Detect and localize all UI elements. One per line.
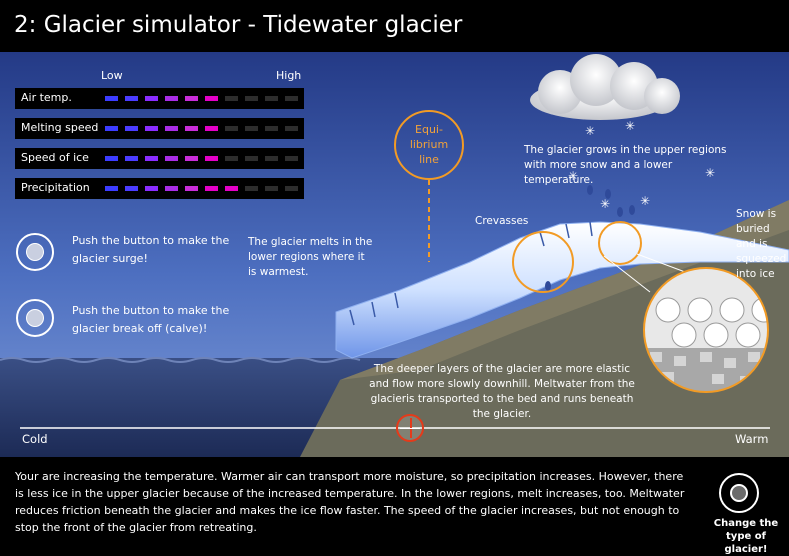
level-bar xyxy=(145,186,158,191)
level-bar xyxy=(185,186,198,191)
level-bar xyxy=(165,96,178,101)
level-bar xyxy=(205,96,218,101)
slider-warm-label: Warm xyxy=(735,432,769,446)
change-glacier-knob[interactable] xyxy=(730,484,748,502)
change-glacier-button[interactable] xyxy=(719,473,759,513)
legend-label: Air temp. xyxy=(21,91,72,104)
temperature-slider-knob[interactable] xyxy=(396,414,424,442)
level-bar xyxy=(125,96,138,101)
melts-text: The glacier melts in the lower regions w… xyxy=(248,236,373,278)
level-bar xyxy=(185,126,198,131)
grows-text: The glacier grows in the upper regions w… xyxy=(524,144,727,186)
svg-text:✳: ✳ xyxy=(625,119,635,133)
level-bar xyxy=(125,186,138,191)
level-bar xyxy=(125,126,138,131)
level-bar xyxy=(125,156,138,161)
slider-cold-label: Cold xyxy=(22,432,48,446)
level-bar xyxy=(285,186,298,191)
calve-button[interactable] xyxy=(16,299,54,337)
calve-instruction: Push the button to make the glacier brea… xyxy=(72,304,230,335)
level-bar xyxy=(205,186,218,191)
level-bar xyxy=(205,126,218,131)
level-bar xyxy=(225,96,238,101)
level-bar xyxy=(145,126,158,131)
svg-text:✳: ✳ xyxy=(600,197,610,211)
level-bar xyxy=(245,96,258,101)
level-bar xyxy=(285,156,298,161)
level-bar xyxy=(265,186,278,191)
svg-text:✳: ✳ xyxy=(640,194,650,208)
calve-button-knob[interactable] xyxy=(26,309,44,327)
level-bar xyxy=(225,126,238,131)
level-bar xyxy=(165,126,178,131)
level-bar xyxy=(105,126,118,131)
legend-high-label: High xyxy=(276,69,302,82)
level-bar xyxy=(245,126,258,131)
svg-text:✳: ✳ xyxy=(705,166,715,180)
level-bar xyxy=(245,156,258,161)
explanation-panel: Your are increasing the temperature. War… xyxy=(0,458,789,550)
level-bar xyxy=(265,126,278,131)
level-bar xyxy=(165,156,178,161)
page-title: 2: Glacier simulator - Tidewater glacier xyxy=(14,12,463,38)
slider-knob-hline xyxy=(400,428,420,429)
legend-label: Speed of ice xyxy=(21,151,89,164)
legend-row-melting-speed: Melting speed xyxy=(15,118,304,139)
legend-low-label: Low xyxy=(101,69,123,82)
surge-button-knob[interactable] xyxy=(26,243,44,261)
level-bar xyxy=(145,96,158,101)
legend-row-speed-of-ice: Speed of ice xyxy=(15,148,304,169)
level-bar xyxy=(185,156,198,161)
change-glacier-label: Change the type of glacier! xyxy=(713,518,779,555)
snow-buried-label: Snow is buried and is squeezed into ice xyxy=(736,208,787,280)
level-bar xyxy=(145,156,158,161)
level-bar xyxy=(105,156,118,161)
crevasses-label: Crevasses xyxy=(475,215,529,227)
legend-label: Precipitation xyxy=(21,181,90,194)
level-bar xyxy=(285,96,298,101)
svg-text:✳: ✳ xyxy=(568,169,578,183)
svg-text:✳: ✳ xyxy=(585,124,595,138)
deeper-layers-text: The deeper layers of the glacier are mor… xyxy=(369,363,635,420)
level-bar xyxy=(105,186,118,191)
level-bar xyxy=(185,96,198,101)
legend-row-precipitation: Precipitation xyxy=(15,178,304,199)
level-bar xyxy=(225,186,238,191)
surge-instruction: Push the button to make the glacier surg… xyxy=(72,234,230,265)
surge-button[interactable] xyxy=(16,233,54,271)
level-bar xyxy=(225,156,238,161)
legend-row-air-temp: Air temp. xyxy=(15,88,304,109)
level-bar xyxy=(265,156,278,161)
level-bar xyxy=(165,186,178,191)
level-bar xyxy=(285,126,298,131)
level-bar xyxy=(205,156,218,161)
glacier-scene: ✳ ✳ ✳ ✳ ✳ ✳ xyxy=(0,52,789,457)
title-bar: 2: Glacier simulator - Tidewater glacier xyxy=(0,0,789,52)
level-bar xyxy=(245,186,258,191)
equilibrium-label: Equi-librium line xyxy=(409,123,449,166)
level-bar xyxy=(265,96,278,101)
legend-label: Melting speed xyxy=(21,121,99,134)
scene-illustration: ✳ ✳ ✳ ✳ ✳ ✳ xyxy=(0,52,789,457)
level-bar xyxy=(105,96,118,101)
explanation-text: Your are increasing the temperature. War… xyxy=(15,470,685,534)
